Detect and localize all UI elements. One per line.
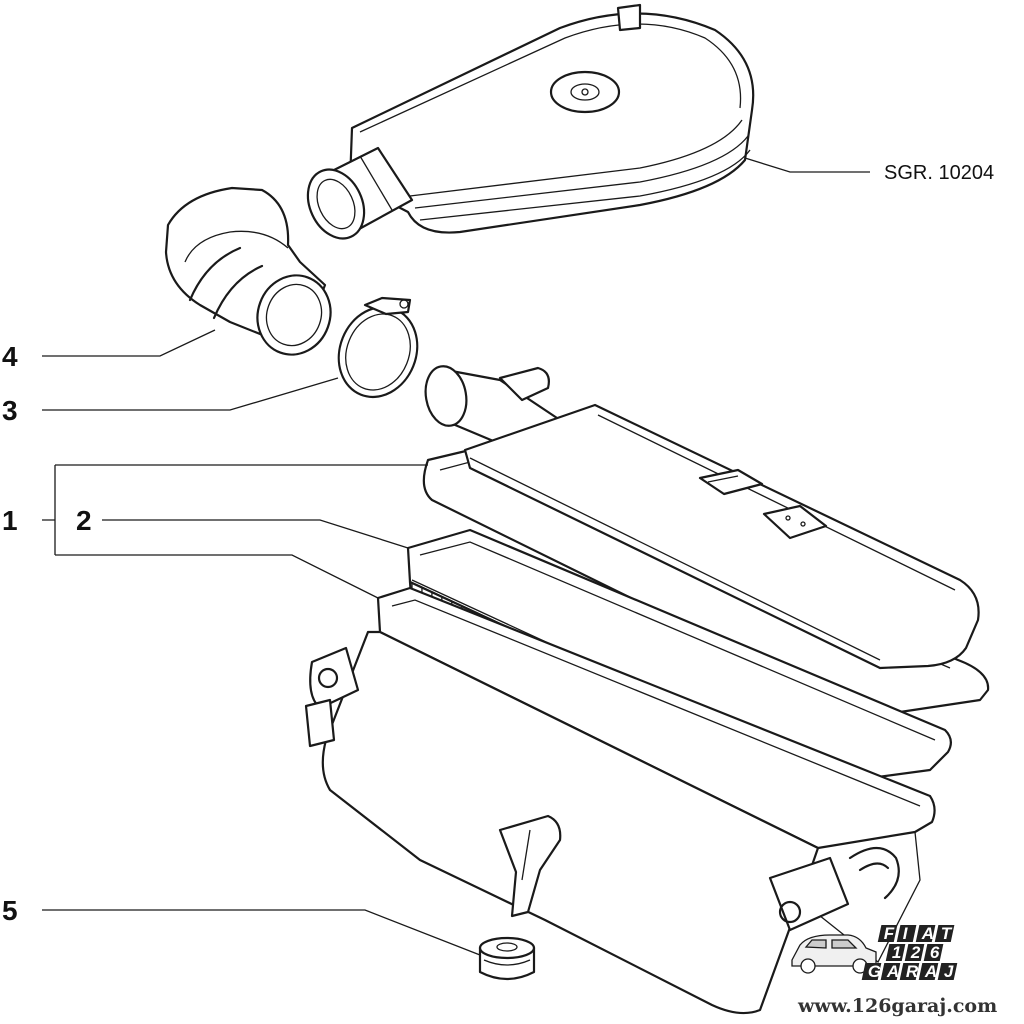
watermark-letter-box [880,963,901,980]
watermark-letter: 1 [892,943,901,962]
leader-1 [42,464,428,599]
callout-5: 5 [2,895,18,926]
watermark-letter-box [918,963,939,980]
watermark-letter: A [886,962,899,981]
leader-3 [42,377,339,411]
watermark-letter-box [861,963,882,980]
callout-2: 2 [76,505,92,536]
watermark-letter: G [868,962,881,981]
watermark-letter-box [904,944,925,961]
watermark-letter: A [921,924,934,943]
watermark-letter: 2 [910,943,921,962]
watermark-letter: F [884,924,895,943]
watermark-letter: R [906,962,919,981]
intake-cover [306,3,755,240]
watermark-letter: T [941,924,953,943]
leader-ref [744,157,870,173]
part-1-filter-housing-base [304,586,936,1015]
callout-4: 4 [2,341,18,372]
callout-1: 1 [2,505,18,536]
callout-3: 3 [2,395,18,426]
leader-lines [42,157,870,956]
watermark-letter-box [923,944,944,961]
watermark-url: www.126garaj.com [797,995,997,1017]
watermark-letter-box [934,925,955,942]
watermark-letter-box [899,963,920,980]
watermark-letter-box [885,944,906,961]
reference-code: SGR. 10204 [884,162,994,184]
leader-5 [42,909,481,956]
watermark-letter: 6 [930,943,940,962]
car-icon [791,934,877,974]
filter-housing-lid [422,365,990,715]
leader-4 [42,329,216,357]
watermark-letter-box [896,925,917,942]
watermark-letter-box [877,925,898,942]
watermark-letter: I [903,924,909,943]
part-4-hose-elbow [164,186,332,356]
watermark-letter-box [915,925,936,942]
part-3-hose-clamp [337,296,419,399]
part-5-rubber-grommet [478,936,536,981]
watermark-letter: J [944,962,954,981]
leader-2 [102,519,409,549]
watermark-letter-box [937,963,958,980]
watermark-letter: A [924,962,937,981]
